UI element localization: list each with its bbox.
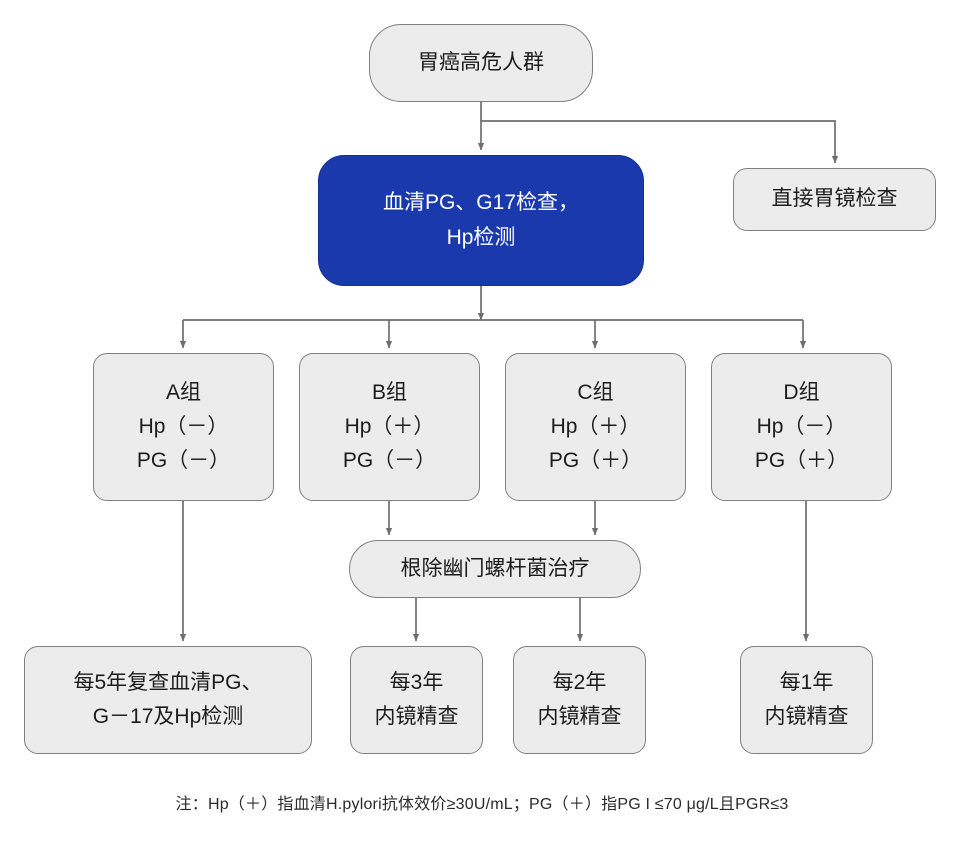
node-high-risk-population[interactable]: 胃癌高危人群 (369, 24, 593, 102)
node-group-a-pg: PG（－） (136, 449, 231, 472)
node-serum-test-line1: 血清PG、G17检查， (382, 191, 580, 215)
node-followup-5-year[interactable]: 每5年复查血清PG、 G－17及Hp检测 (24, 646, 312, 754)
node-followup-3-year[interactable]: 每3年 内镜精查 (350, 646, 483, 754)
node-group-d-pg: PG（＋） (754, 449, 849, 472)
node-hp-eradication-therapy-label: 根除幽门螺杆菌治疗 (400, 556, 590, 580)
node-followup-2-year[interactable]: 每2年 内镜精查 (513, 646, 646, 754)
node-followup-5-year-line1: 每5年复查血清PG、 (73, 670, 263, 694)
node-followup-2-year-line2: 内镜精查 (537, 705, 622, 728)
node-group-b-title: B组 (371, 380, 407, 404)
node-followup-1-year[interactable]: 每1年 内镜精查 (740, 646, 873, 754)
node-group-d-hp: Hp（－） (756, 414, 847, 438)
node-group-b-pg: PG（－） (342, 449, 437, 472)
node-group-a[interactable]: A组 Hp（－） PG（－） (93, 353, 274, 501)
node-serum-test-line2: Hp检测 (446, 225, 516, 249)
node-group-d-title: D组 (783, 380, 820, 404)
node-group-c-hp: Hp（＋） (550, 414, 641, 438)
node-direct-gastroscopy-label: 直接胃镜检查 (771, 187, 898, 211)
node-group-a-hp: Hp（－） (138, 414, 229, 438)
node-direct-gastroscopy[interactable]: 直接胃镜检查 (733, 168, 936, 231)
node-group-d[interactable]: D组 Hp（－） PG（＋） (711, 353, 892, 501)
node-group-b-hp: Hp（＋） (344, 414, 435, 438)
node-hp-eradication-therapy[interactable]: 根除幽门螺杆菌治疗 (349, 540, 641, 598)
node-group-c[interactable]: C组 Hp（＋） PG（＋） (505, 353, 686, 501)
node-followup-3-year-line1: 每3年 (389, 670, 444, 694)
node-group-c-title: C组 (577, 380, 614, 404)
node-followup-2-year-line1: 每2年 (552, 670, 607, 694)
node-followup-1-year-line2: 内镜精查 (764, 705, 849, 728)
node-followup-3-year-line2: 内镜精查 (374, 705, 459, 728)
diagram-footnote: 注：Hp（＋）指血清H.pylori抗体效价≥30U/mL；PG（＋）指PG I… (175, 796, 789, 813)
node-high-risk-population-label: 胃癌高危人群 (418, 50, 544, 74)
node-followup-1-year-line1: 每1年 (779, 670, 834, 694)
node-serum-pg-g17-hp-test[interactable]: 血清PG、G17检查， Hp检测 (318, 155, 644, 286)
node-group-a-title: A组 (165, 380, 201, 404)
node-group-c-pg: PG（＋） (548, 449, 643, 472)
node-followup-5-year-line2: G－17及Hp检测 (92, 705, 244, 728)
node-group-b[interactable]: B组 Hp（＋） PG（－） (299, 353, 480, 501)
